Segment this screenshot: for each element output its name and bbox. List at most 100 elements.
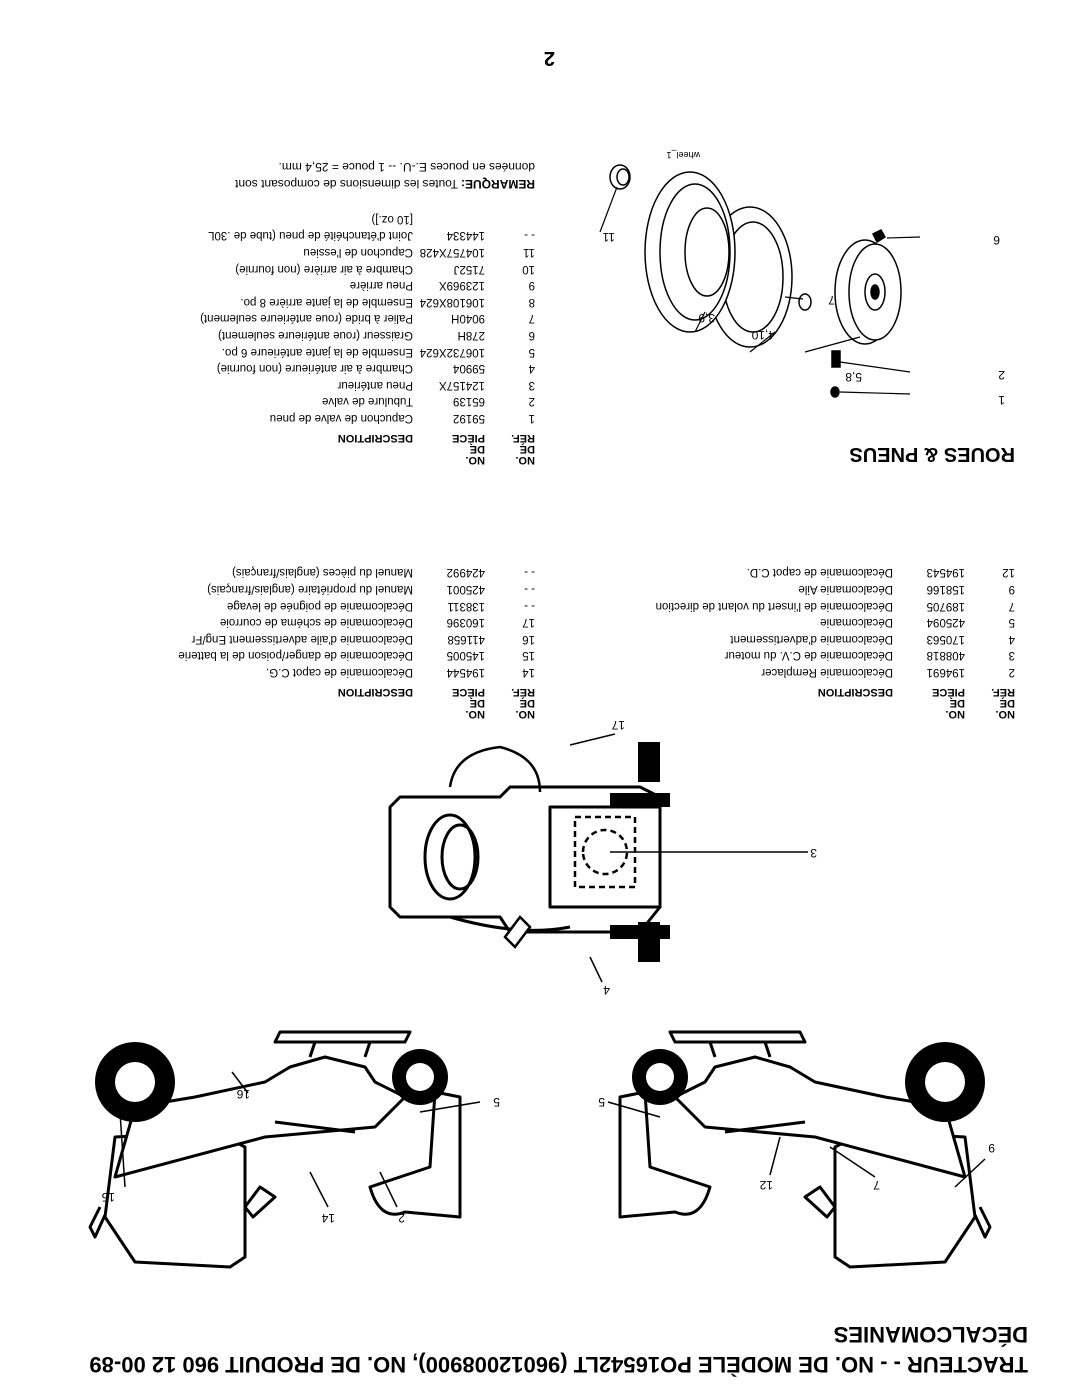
ref-cell: 7 xyxy=(1008,599,1015,612)
ref-cell: 3 xyxy=(528,378,535,391)
col-desc-header: DESCRIPTION xyxy=(337,432,413,444)
valve-cap xyxy=(830,386,840,398)
part-number-cell: 104757X428 xyxy=(419,246,485,259)
tire xyxy=(644,171,736,333)
part-number-cell: 170563 xyxy=(926,632,965,645)
description-cell: Décalcomanie d'advertissement xyxy=(730,632,893,645)
table-row: 5 425094 Décalcomanie xyxy=(595,614,1015,631)
ref-cell: 4 xyxy=(1008,632,1015,645)
ref-cell: 15 xyxy=(522,649,535,662)
diagram-label: 2 xyxy=(998,368,1005,382)
table-row: 14 194544 Décalcomanie de capot C.G. xyxy=(75,663,535,680)
diagram-label: 5,8 xyxy=(845,370,862,384)
col-part-header: DE xyxy=(469,697,485,709)
ref-cell: - - xyxy=(524,566,535,579)
col-ref-header: RÉF. xyxy=(511,432,535,444)
description-cell: Décalcomanie de danger/poison de la batt… xyxy=(178,649,413,662)
description-cell: Décalcomanie d'aile advertissement Eng/F… xyxy=(191,632,413,645)
part-number-cell: 408818 xyxy=(926,649,965,662)
col-ref-header: DE xyxy=(519,697,535,709)
ref-cell: 1 xyxy=(528,412,535,424)
tractor-right-body xyxy=(113,1055,407,1179)
ref-cell: 5 xyxy=(528,345,535,358)
col-ref-header: NO. xyxy=(515,454,535,466)
part-number-cell: 424992 xyxy=(446,566,485,579)
part-number-cell: 194544 xyxy=(446,666,485,678)
col-ref-header: RÉF. xyxy=(991,686,1015,698)
part-number-cell: 425001 xyxy=(446,583,485,596)
col-part-header: NO. xyxy=(465,454,485,466)
description-cell: Décalcomanie de capot C.D. xyxy=(746,566,893,579)
col-ref-header: RÉF. xyxy=(511,686,535,698)
description-cell: Décalcomanie Aile xyxy=(798,583,893,596)
col-part-header: DE xyxy=(469,443,485,455)
diagram-label: 3,9 xyxy=(698,311,715,325)
tractor-top-view xyxy=(388,742,670,962)
axle-cap xyxy=(609,164,631,190)
col-part-header: DE xyxy=(949,697,965,709)
part-number-cell: 158166 xyxy=(926,583,965,596)
col-ref-header: NO. xyxy=(515,708,535,720)
tractor-top-rear-wheels xyxy=(638,742,660,962)
table-row: [10 oz.]) xyxy=(55,210,535,227)
tractor-left-steering xyxy=(803,1185,837,1219)
description-cell: Décalcomanie xyxy=(820,616,893,629)
ref-cell: 3 xyxy=(1008,649,1015,662)
grease-fitting xyxy=(871,229,887,244)
description-cell: Décalcomanie de capot C.G. xyxy=(265,666,413,678)
ref-cell: - - xyxy=(524,229,535,242)
ref-cell: - - xyxy=(524,599,535,612)
part-number-cell: 194691 xyxy=(926,666,965,678)
ref-cell: 9 xyxy=(1008,583,1015,596)
diagram-label: 1 xyxy=(998,393,1005,407)
remark-text-line-2: données en pouces E.-U. -- 1 pouce = 25,… xyxy=(278,160,535,175)
diagram-label: 6 xyxy=(993,233,1000,247)
part-number-cell: 7152J xyxy=(453,262,485,275)
page-number: 2 xyxy=(543,47,555,69)
col-ref-header: NO. xyxy=(995,708,1015,720)
description-cell: Décalcomanie de poignée de levage xyxy=(226,599,413,612)
description-cell: Capuchon de valve de pneu xyxy=(269,412,413,424)
part-number-cell: 189705 xyxy=(926,599,965,612)
flange-bearing xyxy=(798,293,812,311)
ref-cell: 9 xyxy=(528,279,535,292)
description-cell: Manuel du propriétaire (anglais/français… xyxy=(207,583,413,596)
description-cell: Graisseur (roue antérieure seulement) xyxy=(218,329,413,342)
part-number-cell: 425094 xyxy=(926,616,965,629)
section-title-wheels: ROUES & PNEUS xyxy=(849,443,1015,465)
ref-cell: 5 xyxy=(1008,616,1015,629)
tractor-left-front-wheel xyxy=(905,1042,985,1122)
tractor-left-rear-wheel xyxy=(632,1049,688,1105)
col-ref-header: DE xyxy=(519,443,535,455)
part-number-cell: 278H xyxy=(457,329,486,342)
description-cell: Tubulure de valve xyxy=(322,395,413,408)
diagram-label: 11 xyxy=(602,230,615,244)
ref-cell: 17 xyxy=(522,616,535,629)
part-number-cell: 9040H xyxy=(451,312,485,325)
ref-cell xyxy=(485,210,535,227)
tractor-left-grille xyxy=(973,1206,992,1239)
ref-cell: 16 xyxy=(522,632,535,645)
valve-stem xyxy=(831,350,841,368)
table-row: 4 170563 Décalcomanie d'advertissement xyxy=(595,630,1015,647)
ref-cell: 2 xyxy=(528,395,535,408)
ref-cell: 14 xyxy=(522,666,535,678)
